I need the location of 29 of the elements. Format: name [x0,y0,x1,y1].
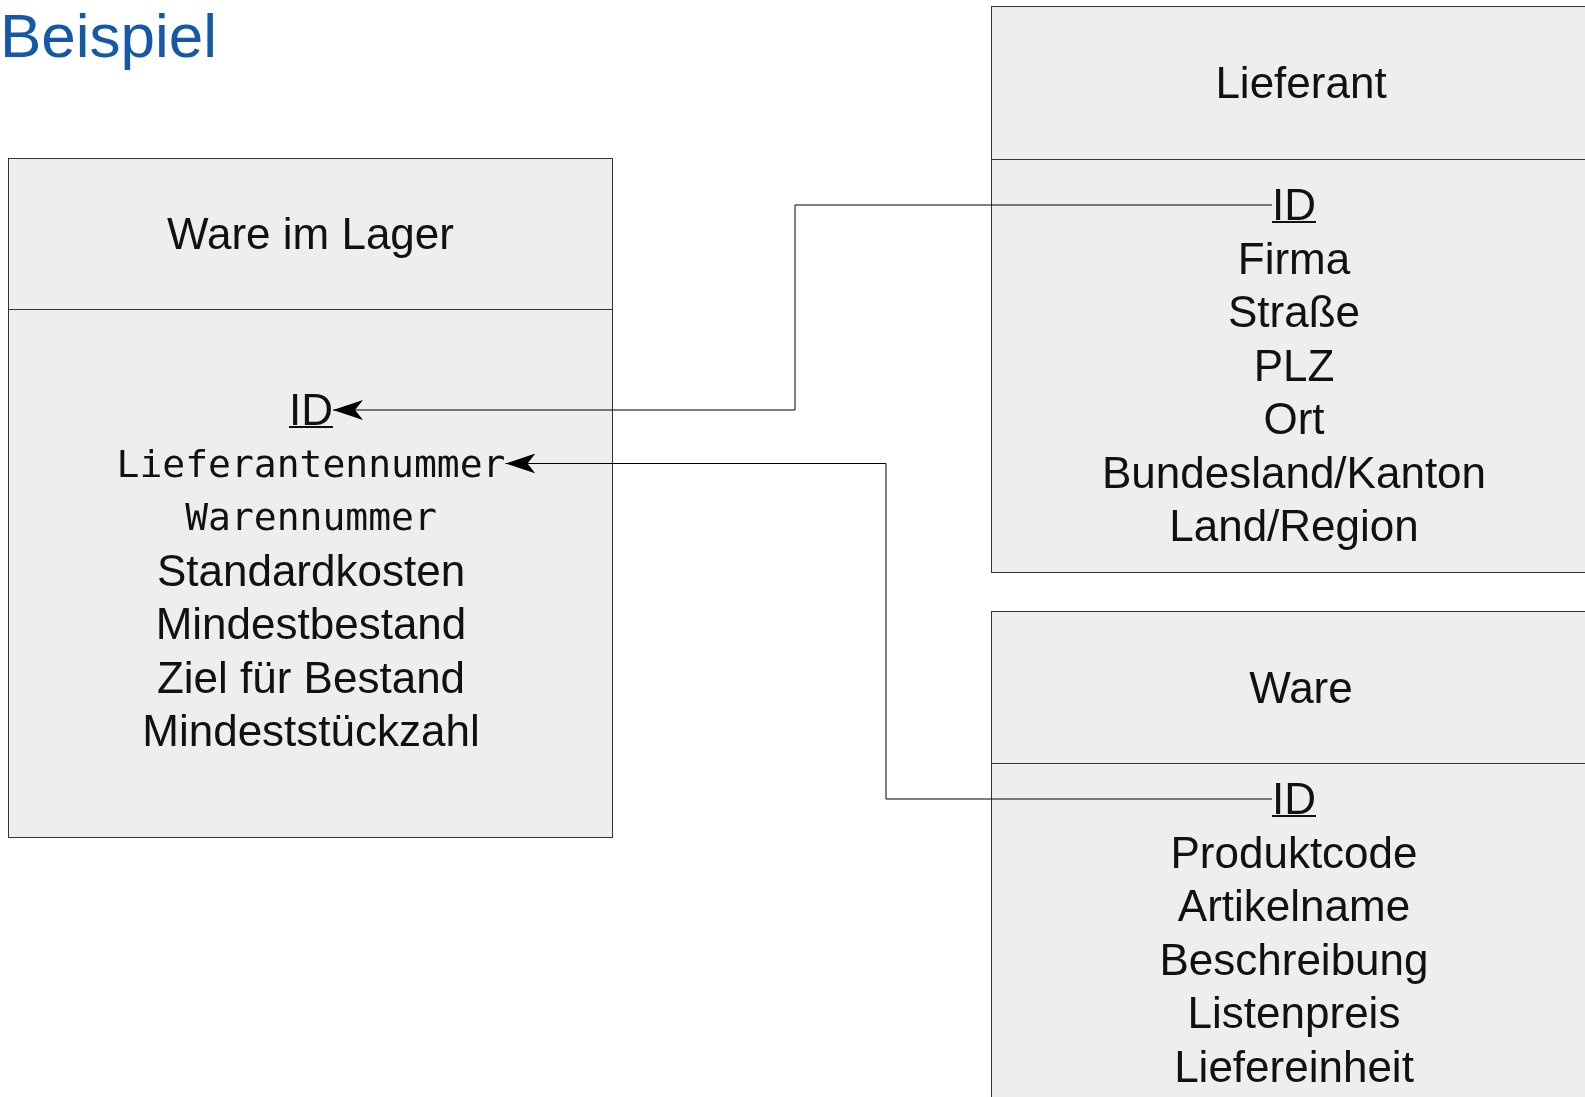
attribute-name: Lieferantennummer [116,441,506,486]
entity-box [991,6,1585,573]
attribute-name: Ziel für Bestand [156,652,466,703]
entity-title: Ware im Lager [167,209,454,259]
connector-arrow [504,453,1273,800]
attribute-name: Mindestbestand [155,599,467,649]
entity-title: Lieferant [1215,58,1387,108]
attribute-name: Straße [1228,287,1360,337]
attribute-name: Beschreibung [1159,934,1429,985]
entity-box [991,611,1585,1097]
attribute-name: Warennummer [185,495,437,539]
attribute-name: Ort [1263,394,1325,444]
attribute-name: Produktcode [1170,827,1418,878]
attribute-name: Listenpreis [1187,988,1401,1038]
attribute-name: Mindeststückzahl [142,706,480,756]
attribute-name: Artikelname [1177,881,1411,931]
attribute-name: ID [1272,180,1316,230]
diagram-title: Beispiel [0,2,218,71]
attribute-name: Firma [1237,233,1351,284]
attribute-name: PLZ [1253,340,1335,391]
attribute-name: Bundesland/Kanton [1101,447,1487,498]
connector-arrow [332,204,1273,420]
attribute-name: Land/Region [1169,501,1419,551]
entity-title: Ware [1249,662,1353,713]
attribute-name: ID [289,385,333,435]
attribute-name: Liefereinheit [1174,1041,1414,1092]
attribute-name: Standardkosten [156,545,466,596]
entity-box [8,158,613,838]
attribute-name: ID [1272,774,1316,824]
